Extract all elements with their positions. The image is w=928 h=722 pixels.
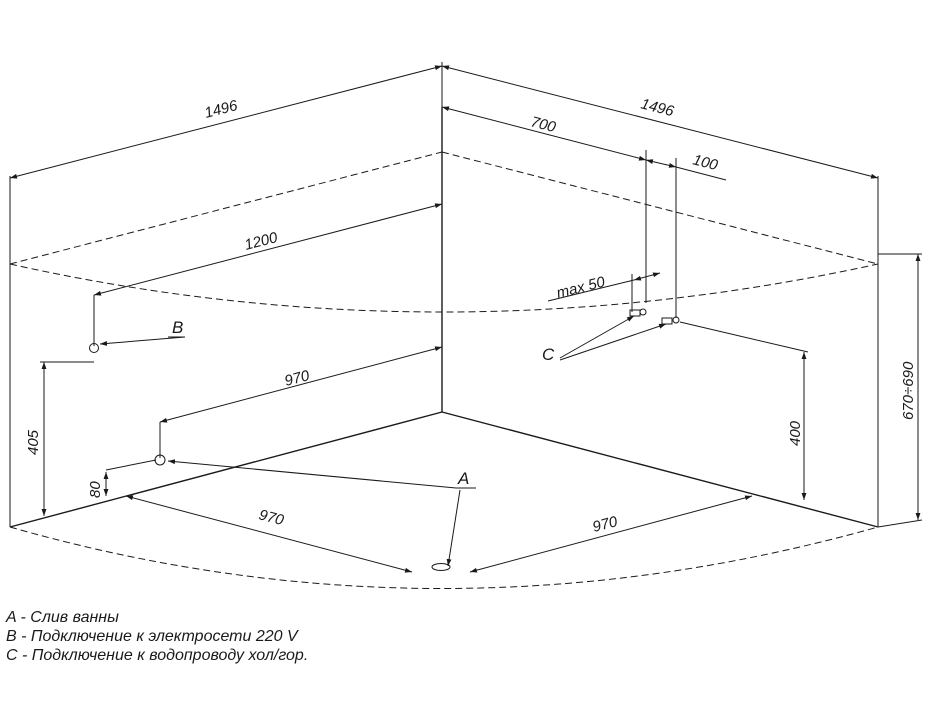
c-leader-1 — [559, 315, 635, 359]
legend-item-a: A - Слив ванны — [6, 609, 119, 626]
legend: A - Слив ванны B - Подключение к электро… — [6, 608, 308, 665]
dim-line-970-bottom-right — [469, 495, 753, 573]
label-80: 80 — [87, 481, 104, 498]
tub-bottom-arc — [9, 526, 879, 589]
dim-line-max50 — [633, 272, 661, 281]
dim-line-1496-right — [441, 65, 879, 179]
label-400: 400 — [787, 420, 804, 446]
label-970-bottom-left: 970 — [257, 506, 286, 529]
legend-item-c: C - Подключение к водопроводу хол/гор. — [6, 647, 309, 664]
label-970-upper: 970 — [283, 367, 312, 390]
label-1496-left: 1496 — [203, 97, 240, 122]
dim-line-100 — [645, 159, 677, 168]
label-1496-right: 1496 — [639, 95, 676, 120]
c-inlet-cold-icon — [629, 309, 641, 317]
tub-back-left-dashed-edge — [9, 151, 443, 265]
tub-back-right-dashed-edge — [441, 151, 879, 265]
tub-top-rim-arc — [9, 263, 879, 313]
dim-line-1200 — [93, 203, 443, 296]
dim-line-1496-left — [9, 65, 443, 179]
label-700: 700 — [529, 113, 558, 136]
c-inlet-hot-icon — [661, 317, 673, 325]
dim-line-970-upper — [159, 346, 443, 423]
label-100: 100 — [691, 151, 720, 174]
floor-left-edge — [9, 411, 443, 528]
label-1200: 1200 — [243, 229, 280, 254]
dim-line-700 — [441, 106, 647, 161]
floor-right-edge — [441, 411, 879, 528]
legend-item-b: B - Подключение к электросети 220 V — [6, 628, 298, 645]
b-leader — [99, 336, 186, 346]
label-max-50: max 50 — [555, 273, 607, 302]
b-outlet-icon — [89, 343, 99, 353]
marker-b: B — [172, 318, 183, 337]
c-leader-2 — [559, 323, 667, 361]
drain-icon — [431, 563, 451, 571]
marker-c: C — [542, 345, 555, 364]
dim-line-970-bottom-left — [125, 495, 413, 573]
label-670-690: 670÷690 — [900, 361, 917, 420]
label-970-bottom-right: 970 — [591, 513, 620, 536]
marker-a: A — [457, 469, 469, 488]
a-leader-1 — [167, 459, 457, 489]
label-405: 405 — [25, 429, 42, 455]
a-leader-2 — [446, 489, 461, 567]
